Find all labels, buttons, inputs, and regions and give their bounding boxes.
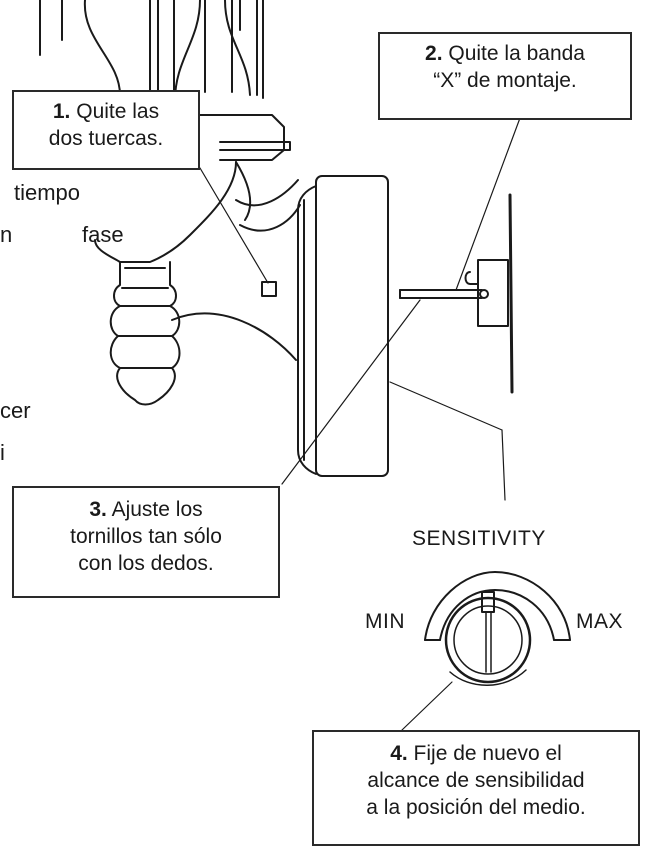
step-4-callout: 4. Fije de nuevo el alcance de sensibili… xyxy=(312,730,640,846)
step-1-callout: 1. Quite las dos tuercas. xyxy=(12,90,200,170)
step-4-line-2: alcance de sensibilidad xyxy=(367,769,585,792)
step-2-line-1: 2. Quite la banda xyxy=(388,40,622,67)
step-1-number: 1. xyxy=(52,100,71,123)
step-2-line-2: “X” de montaje. xyxy=(433,69,577,92)
step-2-number: 2. xyxy=(425,42,443,65)
background-text-fragment: i xyxy=(0,440,5,465)
step-1-line-2: dos tuercas. xyxy=(48,127,164,150)
step-4-number: 4. xyxy=(390,742,408,765)
background-text-fragment: cer xyxy=(0,398,31,423)
dial-title: SENSITIVITY xyxy=(412,527,546,550)
step-3-text: Ajuste los xyxy=(111,498,203,521)
step-2-text: Quite la banda xyxy=(448,42,585,65)
step-1-line-1: 1. Quite las xyxy=(22,98,190,125)
leader-lines xyxy=(199,117,521,731)
background-text-fragment: tiempo xyxy=(14,180,81,205)
dial-max-label: MAX xyxy=(576,610,624,633)
step-1-text: Quite las xyxy=(76,100,160,123)
mounting-strap xyxy=(399,193,514,394)
step-3-number: 3. xyxy=(89,498,107,521)
step-4-line-3: a la posición del medio. xyxy=(366,796,586,819)
sensitivity-dial xyxy=(424,571,571,686)
lantern-body xyxy=(39,0,301,406)
nut-marker xyxy=(261,281,277,297)
step-3-line-1: 3. Ajuste los xyxy=(22,496,270,523)
step-3-line-3: con los dedos. xyxy=(78,552,214,575)
dial-min-label: MIN xyxy=(365,610,405,633)
step-4-text: Fije de nuevo el xyxy=(413,742,562,765)
background-text-fragment: n xyxy=(0,222,13,247)
step-2-callout: 2. Quite la banda “X” de montaje. xyxy=(378,32,632,120)
step-3-line-2: tornillos tan sólo xyxy=(70,525,222,548)
step-4-line-1: 4. Fije de nuevo el xyxy=(322,740,630,767)
step-3-callout: 3. Ajuste los tornillos tan sólo con los… xyxy=(12,486,280,598)
background-text-fragment: fase xyxy=(82,222,124,247)
mounting-plate xyxy=(297,175,389,477)
